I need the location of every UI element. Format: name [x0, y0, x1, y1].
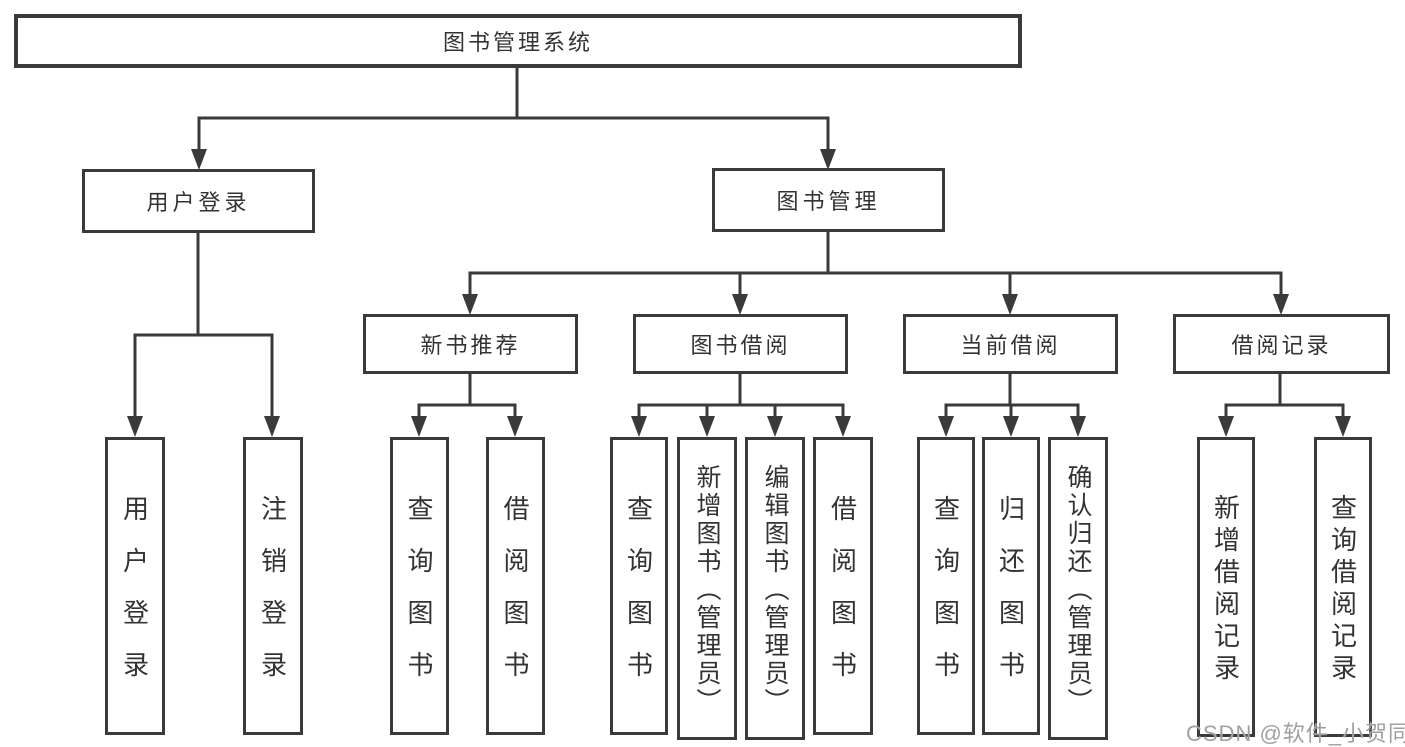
- connector-record: [1224, 373, 1345, 419]
- connector-borrow: [637, 373, 845, 419]
- node-book-borrow: 图书借阅: [633, 314, 848, 374]
- leaf-borrow-borrow-books: 借阅图书: [813, 437, 873, 735]
- leaf-newbook-query-books: 查询图书: [390, 437, 449, 735]
- leaf-borrow-add-books-admin: 新增图书（管理员）: [677, 437, 737, 740]
- connector-root: [197, 65, 830, 152]
- node-root: 图书管理系统: [14, 14, 1022, 68]
- leaf-borrow-query-books: 查询图书: [610, 437, 668, 735]
- node-current-borrow: 当前借阅: [903, 314, 1118, 374]
- connector-newbook: [417, 373, 517, 419]
- leaf-user-login: 用户登录: [105, 437, 165, 735]
- connector-current: [944, 373, 1080, 419]
- node-user-login: 用户登录: [82, 169, 315, 233]
- arrowheads: [127, 149, 1351, 437]
- leaf-record-add: 新增借阅记录: [1197, 437, 1255, 737]
- connector-login: [133, 231, 274, 419]
- leaf-newbook-borrow-books: 借阅图书: [486, 437, 545, 735]
- watermark: CSDN @软件_小贺同学: [1186, 721, 1405, 746]
- connector-mgmt: [468, 230, 1283, 297]
- leaf-record-query: 查询借阅记录: [1314, 437, 1372, 737]
- node-borrow-records: 借阅记录: [1173, 314, 1390, 374]
- leaf-current-return-books: 归还图书: [982, 437, 1040, 735]
- leaf-borrow-edit-books-admin: 编辑图书（管理员）: [745, 437, 805, 740]
- node-new-book-recommend: 新书推荐: [363, 314, 578, 374]
- node-book-mgmt: 图书管理: [712, 168, 945, 232]
- leaf-logout: 注销登录: [243, 437, 303, 735]
- leaf-current-query-books: 查询图书: [917, 437, 975, 735]
- leaf-current-confirm-return-admin: 确认归还（管理员）: [1048, 437, 1108, 740]
